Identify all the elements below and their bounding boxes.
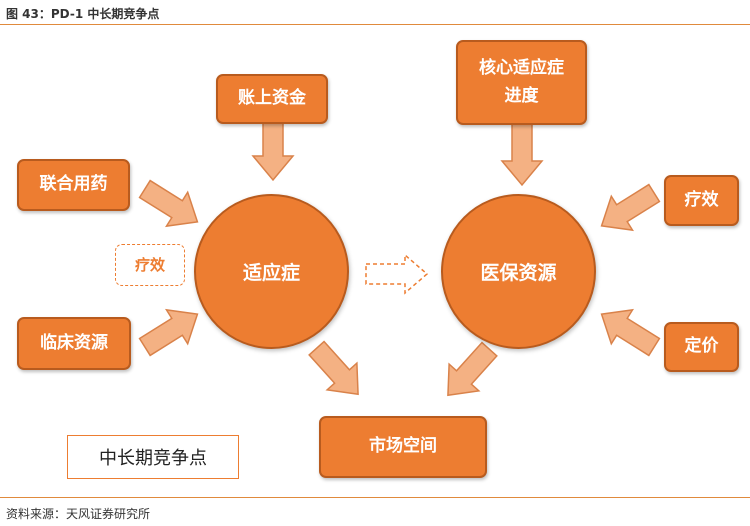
arrow-insurance-to-market <box>432 335 506 410</box>
figure-title: 图 43：PD-1 中长期竞争点 <box>6 7 160 21</box>
node-core-indication-progress: 核心适应症 进度 <box>456 40 587 125</box>
node-core-indication-progress-line2: 进度 <box>504 85 539 106</box>
node-market-space-label: 市场空间 <box>369 436 437 457</box>
node-combo-therapy-label: 联合用药 <box>39 174 108 195</box>
node-capital-label: 账上资金 <box>238 88 306 109</box>
arrow-pricing-to-insurance <box>590 296 666 365</box>
arrow-efficacy-to-insurance <box>590 175 666 244</box>
node-combo-therapy: 联合用药 <box>17 159 130 211</box>
node-market-space: 市场空间 <box>319 416 487 478</box>
node-insurance-resources-label: 医保资源 <box>480 262 557 284</box>
node-efficacy: 疗效 <box>664 175 739 226</box>
node-pricing: 定价 <box>664 322 739 372</box>
arrow-indication-to-market <box>300 334 374 409</box>
legend-box: 中长期竞争点 <box>67 435 239 479</box>
node-core-indication-progress-line1: 核心适应症 <box>479 58 564 79</box>
source-note: 资料来源：天风证券研究所 <box>6 507 151 521</box>
arrow-progress-to-insurance <box>501 122 543 186</box>
arrow-clinical-to-indication <box>133 296 209 365</box>
arrow-capital-to-indication <box>252 117 294 181</box>
legend-label: 中长期竞争点 <box>99 448 207 469</box>
node-efficacy-label: 疗效 <box>684 189 719 210</box>
node-clinical-resources: 临床资源 <box>17 317 131 370</box>
node-indication: 适应症 <box>194 194 349 349</box>
node-insurance-resources: 医保资源 <box>441 194 596 349</box>
bottom-divider <box>0 497 750 498</box>
node-capital: 账上资金 <box>216 74 328 124</box>
dashed-arrow-indication-to-insurance <box>365 253 429 295</box>
node-clinical-resources-label: 临床资源 <box>40 332 108 353</box>
node-indication-label: 适应症 <box>242 262 300 284</box>
node-efficacy-dashed-label: 疗效 <box>134 256 165 274</box>
top-divider <box>0 24 750 25</box>
arrow-combo-to-indication <box>133 171 209 240</box>
node-pricing-label: 定价 <box>684 336 719 357</box>
node-efficacy-dashed: 疗效 <box>115 244 185 286</box>
